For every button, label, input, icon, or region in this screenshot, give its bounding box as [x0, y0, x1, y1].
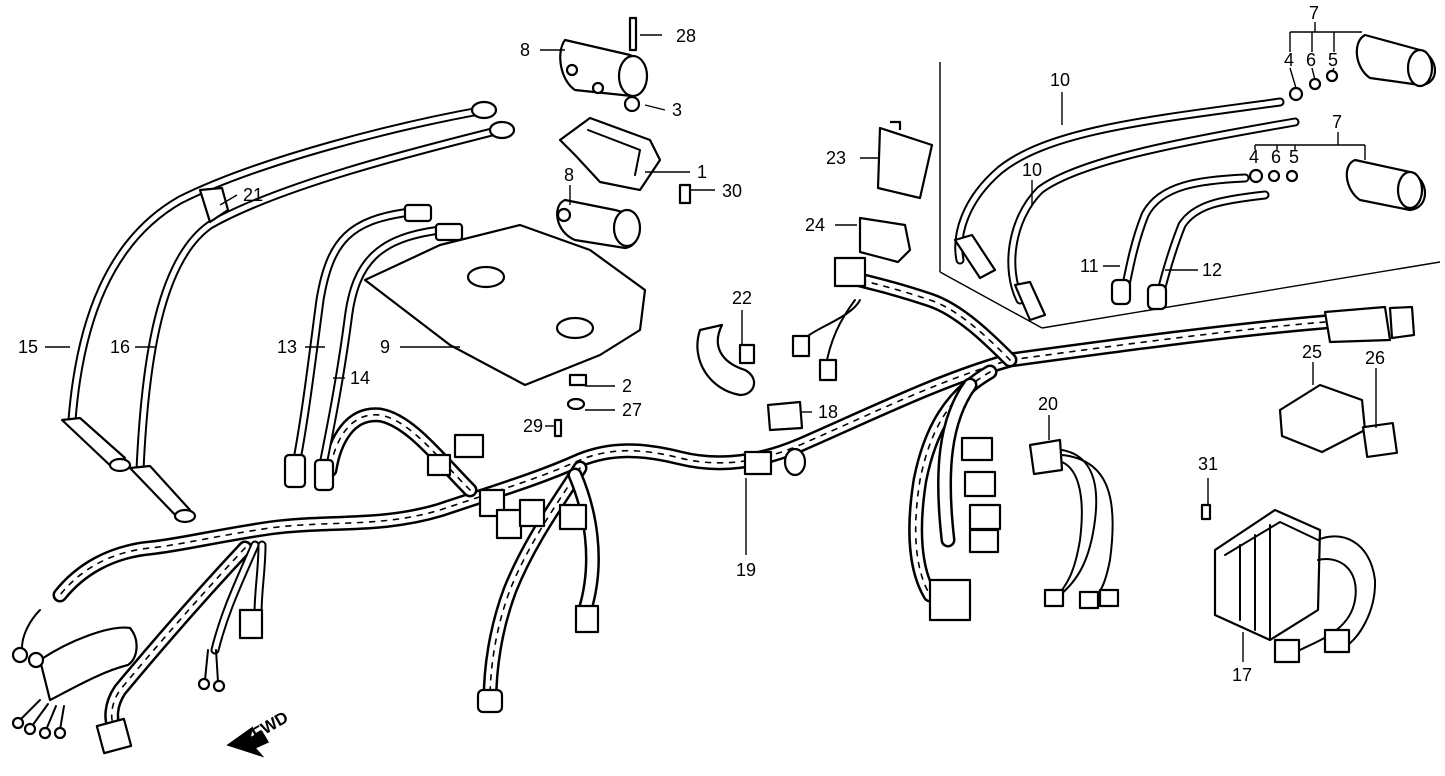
callout-16: 16 [110, 337, 130, 357]
electrical-components [696, 120, 1399, 664]
callout-22: 22 [732, 288, 752, 308]
callout-1: 1 [697, 162, 707, 182]
callout-6-lower: 6 [1271, 147, 1281, 167]
callout-10-top: 10 [1050, 70, 1070, 90]
main-wire-harness [11, 256, 1416, 755]
callout-7-lower: 7 [1332, 112, 1342, 132]
callout-18: 18 [818, 402, 838, 422]
callout-19: 19 [736, 560, 756, 580]
callout-26: 26 [1365, 348, 1385, 368]
callout-24: 24 [805, 215, 825, 235]
callout-10-lower: 10 [1022, 160, 1042, 180]
callout-14: 14 [350, 368, 370, 388]
callout-20: 20 [1038, 394, 1058, 414]
callout-25: 25 [1302, 342, 1322, 362]
fwd-arrow-icon [226, 726, 270, 758]
callout-11: 11 [1080, 256, 1099, 276]
callout-29: 29 [523, 416, 543, 436]
leader-lines [45, 22, 1377, 662]
callout-31: 31 [1198, 454, 1218, 474]
callout-21: 21 [243, 185, 263, 205]
fwd-label: FWD [249, 708, 292, 744]
ignition-coils-rear [939, 33, 1441, 329]
callout-labels: 1 2 3 4 4 5 5 6 6 7 7 8 8 9 10 10 11 12 … [18, 3, 1385, 685]
callout-27: 27 [622, 400, 642, 420]
callout-23: 23 [826, 148, 846, 168]
callout-28: 28 [676, 26, 696, 46]
callout-8-top: 8 [520, 40, 530, 60]
callout-4-lower: 4 [1249, 147, 1259, 167]
callout-2: 2 [622, 376, 632, 396]
ignition-coils-front [363, 16, 692, 438]
forward-direction-indicator: FWD [226, 708, 292, 758]
callout-30: 30 [722, 181, 742, 201]
callout-5-lower: 5 [1289, 147, 1299, 167]
callout-15: 15 [18, 337, 38, 357]
callout-3: 3 [672, 100, 682, 120]
callout-4-top: 4 [1284, 50, 1294, 70]
callout-7-top: 7 [1309, 3, 1319, 23]
callout-5-top: 5 [1328, 50, 1338, 70]
callout-13: 13 [277, 337, 297, 357]
spark-plug-cords-left [60, 100, 516, 524]
callout-12: 12 [1202, 260, 1222, 280]
callout-8-lower: 8 [564, 165, 574, 185]
callout-9: 9 [380, 337, 390, 357]
callout-17: 17 [1232, 665, 1252, 685]
callout-6-top: 6 [1306, 50, 1316, 70]
